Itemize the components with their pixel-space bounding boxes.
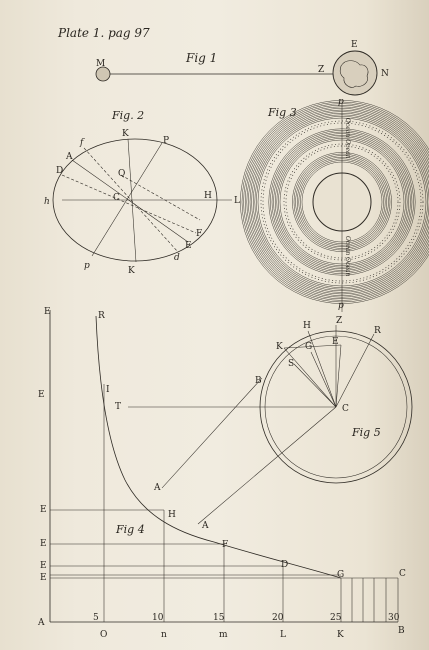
fig4-letter-k: K <box>337 630 344 640</box>
fig5-radius-e <box>335 344 342 408</box>
plate-header: Plate 1. pag 97 <box>57 26 150 40</box>
fig4-letter-n: n <box>161 630 167 640</box>
fig2-label-l: L <box>234 196 240 206</box>
fig2-label-c: C <box>113 193 120 203</box>
fig2-label-d-low: d <box>174 253 180 263</box>
fig4-letter-o: O <box>100 630 107 640</box>
fig2-title: Fig. 2 <box>111 109 144 122</box>
fig5-radius-r <box>335 333 375 408</box>
fig3-water-band <box>283 143 401 261</box>
fig2-label-a: A <box>65 152 73 162</box>
fig4-label-r: R <box>98 311 105 321</box>
fig4-label-f: F <box>222 540 228 550</box>
fig4-letter-b: B <box>398 626 405 636</box>
fig3-water-band <box>260 120 424 284</box>
fig2-label-q: Q <box>118 169 125 179</box>
fig3-label-p-top: p <box>338 97 344 107</box>
fig4-label-t: T <box>115 402 121 412</box>
fig4-letter-m: m <box>219 630 228 640</box>
fig2-label-e: E <box>185 241 192 251</box>
fig1-moon-earth: Fig 1 M Z E N <box>95 40 389 96</box>
fig2-label-p-top: P <box>163 136 169 146</box>
fig4-line-ab <box>161 377 263 489</box>
fig4-label-e-a: E <box>40 539 47 549</box>
fig5-label-z: Z <box>336 316 342 326</box>
fig4-label-d: D <box>281 560 288 570</box>
moon-circle <box>95 66 111 82</box>
fig2-dashed-q <box>120 174 201 221</box>
fig2-axis-pp <box>91 142 163 257</box>
fig4-line-ac <box>197 406 337 525</box>
fig2-dashed-fd <box>83 147 179 253</box>
fig4-curve-graph: Fig 4 E R E I T A E H A E F E D E G C A … <box>37 307 406 640</box>
fig4-label-i: I <box>106 385 110 395</box>
fig1-label-m: M <box>96 59 105 69</box>
fig1-label-e: E <box>351 40 358 50</box>
fig4-label-e-mid: E <box>38 390 45 400</box>
fig2-label-k-top: K <box>122 129 129 139</box>
fig4-label-a-origin: A <box>37 618 45 628</box>
fig4-label-e-low: E <box>40 505 47 515</box>
fig2-line-ae <box>71 159 189 243</box>
fig5-chord-ke <box>283 344 342 349</box>
fig5-radius-g <box>310 351 337 408</box>
fig5-label-s: S <box>288 359 294 369</box>
fig5-label-c: C <box>342 404 349 414</box>
fig1-label-z: Z <box>318 65 324 75</box>
fig5-label-g: G <box>305 342 312 352</box>
fig4-tick-30: 30 <box>388 613 400 623</box>
fig4-label-g: G <box>337 570 344 580</box>
fig4-label-a-lower: A <box>201 521 209 531</box>
fig4-label-e-b: E <box>40 561 47 571</box>
fig5-label-h: H <box>303 321 311 331</box>
fig4-tick-5: 5 <box>93 613 99 623</box>
fig2-label-f-cap: F <box>196 229 202 239</box>
fig5-radius-s <box>293 363 337 408</box>
fig3-label-p-bot: p <box>338 301 344 311</box>
fig4-label-c: C <box>399 569 406 579</box>
fig2-ellipse: Fig. 2 K P f A D Q h C H L F E d p K <box>44 109 240 276</box>
fig3-ocean-text-upper: Ocean Ocean <box>344 118 351 159</box>
fig2-axis-kk <box>127 138 137 263</box>
fig2-label-p-low: p <box>84 261 90 271</box>
fig5-circle: Fig 5 H Z K G E R S B C <box>255 316 413 484</box>
fig5-label-e: E <box>332 337 339 347</box>
fig1-label-n: N <box>381 69 389 79</box>
fig5-label-r: R <box>374 326 381 336</box>
fig4-title: Fig 4 <box>115 523 145 536</box>
fig4-curve <box>95 315 342 579</box>
fig4-letter-l: L <box>280 630 286 640</box>
fig4-tick-15: 15 <box>213 613 225 623</box>
fig4-tick-25: 25 <box>330 613 342 623</box>
fig3-concentric-shells: Fig 3 p p Ocean Ocean Ocean Ocean <box>240 97 429 312</box>
fig3-title: Fig 3 <box>267 106 297 119</box>
fig5-radius-k <box>283 347 337 408</box>
fig2-label-h-left: h <box>44 197 50 207</box>
fig2-label-h-right: H <box>204 191 212 201</box>
fig5-label-k: K <box>276 342 283 352</box>
fig3-ocean-text-lower: Ocean Ocean <box>344 236 351 277</box>
fig5-radius-h <box>307 330 337 408</box>
fig5-title: Fig 5 <box>351 426 381 439</box>
fig4-tick-10: 10 <box>152 613 164 623</box>
fig2-label-d: D <box>56 166 63 176</box>
fig4-label-e-c: E <box>40 573 47 583</box>
fig4-label-e-top: E <box>44 307 51 317</box>
fig5-label-b: B <box>255 376 262 386</box>
fig4-label-h: H <box>168 510 176 520</box>
fig2-dashed-df <box>61 174 197 234</box>
fig2-label-f: f <box>79 138 85 148</box>
fig4-label-a-upper: A <box>153 483 161 493</box>
fig1-title: Fig 1 <box>185 51 217 65</box>
earth-continent <box>339 60 369 88</box>
fig4-tick-20: 20 <box>272 613 284 623</box>
fig2-label-k-bot: K <box>128 266 135 276</box>
earth-circle <box>332 50 378 96</box>
